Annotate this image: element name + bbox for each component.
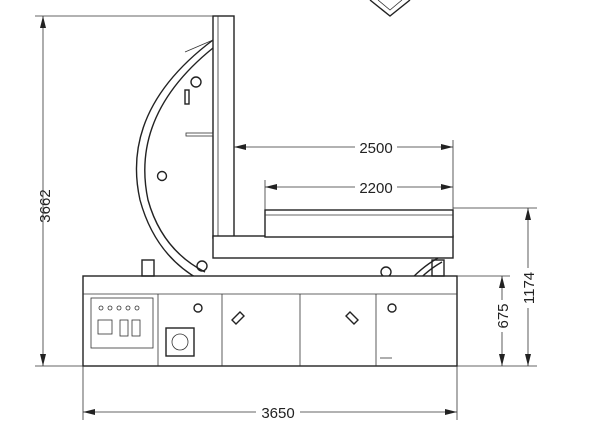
dim-length-upper: 2500 (234, 139, 454, 210)
control-panel (90, 297, 154, 349)
dim-overall-height: 3662 (35, 15, 213, 367)
label-length-upper: 2500 (359, 140, 392, 157)
post-left (141, 259, 155, 277)
top-partial-object (369, 0, 411, 17)
pivot-hole-lower (156, 170, 168, 182)
label-height-low: 675 (495, 303, 512, 328)
dim-overall-width: 3650 (82, 366, 458, 422)
label-height-mid: 1174 (521, 272, 538, 304)
dim-length-lower: 2200 (264, 179, 453, 210)
roller-left (196, 260, 208, 272)
clamp-right (345, 311, 359, 325)
dim-height-low: 675 (457, 275, 512, 366)
pivot-hole-upper (190, 76, 202, 88)
label-overall-height: 3662 (37, 189, 54, 222)
motor-unit (165, 327, 195, 357)
label-overall-width: 3650 (261, 405, 294, 422)
post-right (431, 259, 445, 277)
label-length-lower: 2200 (359, 180, 392, 197)
clamp-left (231, 311, 245, 325)
tilting-frame (135, 15, 454, 291)
dim-height-mid: 1174 (453, 207, 538, 367)
latch-bar (184, 89, 190, 105)
base-cabinet (82, 259, 458, 367)
